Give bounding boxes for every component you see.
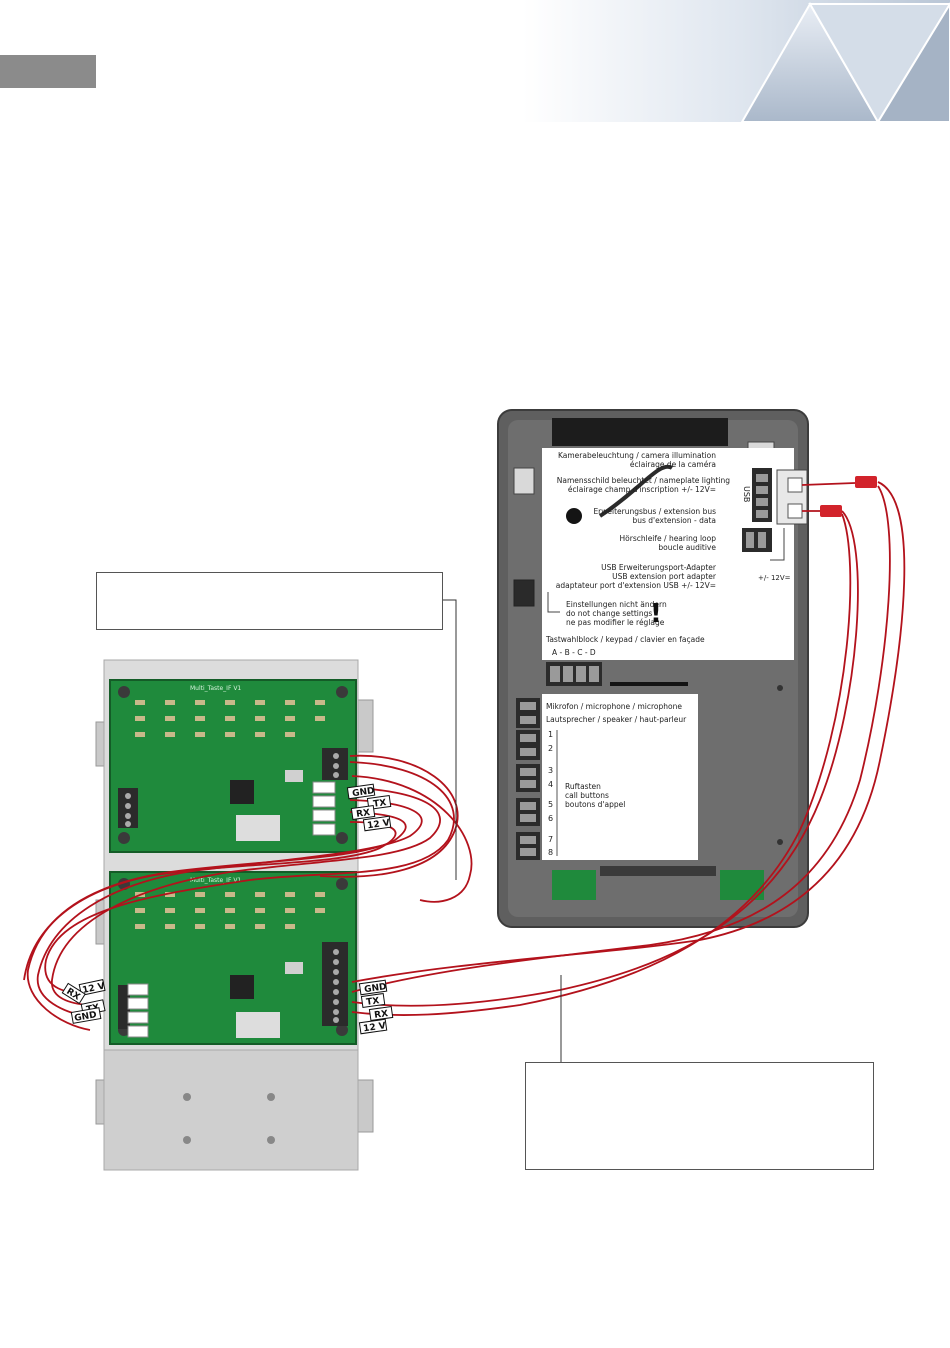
wire-label-top-tx: TX — [373, 798, 387, 810]
header-banner — [0, 0, 950, 122]
label-usb-adapter-fr: adaptateur port d'extension USB +/- 12V= — [556, 581, 716, 590]
power-label: +/- 12V= — [758, 574, 791, 582]
label-nameplate-lighting: Namensschild beleuchtet / nameplate ligh… — [557, 476, 730, 485]
wiring — [23, 481, 906, 1031]
label-settings-warning: Einstellungen nicht ändern — [566, 600, 667, 609]
board-top-label: Multi_Taste_IF V1 — [190, 685, 241, 692]
wire-label-right-12v: 12 V — [363, 1021, 387, 1034]
wire-label-right-rx: RX — [374, 1009, 389, 1021]
button-number-3: 3 — [548, 766, 553, 775]
callout-leader-1 — [442, 599, 457, 880]
wire-label-right-gnd: GND — [364, 982, 388, 995]
label-extension-bus: Erweiterungsbus / extension bus — [593, 507, 716, 516]
label-camera-illumination: Kamerabeleuchtung / camera illumination — [558, 451, 716, 460]
label-usb-adapter: USB Erweiterungsport-Adapter — [601, 563, 717, 572]
label-speaker: Lautsprecher / speaker / haut-parleur — [546, 715, 687, 724]
button-number-8: 8 — [548, 848, 553, 857]
label-hearing-loop: Hörschleife / hearing loop — [620, 534, 717, 543]
label-call-buttons-en: call buttons — [565, 791, 609, 800]
red-connector-2 — [820, 505, 842, 517]
wire-label-left-gnd: GND — [74, 1010, 98, 1024]
button-number-1: 1 — [548, 730, 553, 739]
label-nameplate-lighting-fr: éclairage champ d'inscription +/- 12V= — [568, 485, 716, 494]
label-settings-warning-en: do not change settings — [566, 609, 652, 618]
label-extension-bus-fr: bus d'extension - data — [632, 516, 716, 525]
wire-label-left-12v: 12 V — [82, 981, 106, 995]
label-camera-illumination-fr: éclairage de la caméra — [630, 460, 716, 469]
wire-label-top-gnd: GND — [352, 786, 376, 799]
label-hearing-loop-fr: boucle auditive — [658, 543, 716, 552]
label-keypad-columns: A - B - C - D — [552, 648, 596, 657]
button-number-5: 5 — [548, 800, 553, 809]
button-number-6: 6 — [548, 814, 553, 823]
label-keypad: Tastwahlblock / keypad / clavier en faça… — [545, 635, 705, 644]
board-top: Multi_Taste_IF V1 — [109, 679, 357, 853]
wire-label-top-rx: RX — [356, 808, 371, 820]
button-number-2: 2 — [548, 744, 553, 753]
red-connector-1 — [855, 476, 877, 488]
intercom-panel: USB +/- 12V= Kamerabeleuchtung / camera … — [497, 409, 809, 928]
wire-label-right-tx: TX — [366, 996, 380, 1008]
callout-box-bottom — [525, 1062, 874, 1170]
button-number-7: 7 — [548, 835, 553, 844]
board-bottom-label: Multi_Taste_IF V1 — [190, 877, 241, 884]
label-usb-adapter-en: USB extension port adapter — [612, 572, 717, 581]
label-call-buttons: Ruftasten — [565, 782, 601, 791]
warning-icon: ! — [650, 599, 662, 629]
header-triangle-3 — [876, 2, 950, 122]
label-microphone: Mikrofon / microphone / microphone — [546, 702, 682, 711]
label-settings-warning-fr: ne pas modifier le réglage — [566, 618, 665, 627]
label-call-buttons-fr: boutons d'appel — [565, 800, 625, 809]
usb-label: USB — [742, 486, 751, 502]
header-tab — [0, 55, 96, 88]
wire-label-top-12v: 12 V — [367, 818, 391, 831]
board-bottom: Multi_Taste_IF V1 — [109, 871, 357, 1045]
callout-box-top — [96, 572, 443, 630]
button-number-4: 4 — [548, 780, 553, 789]
